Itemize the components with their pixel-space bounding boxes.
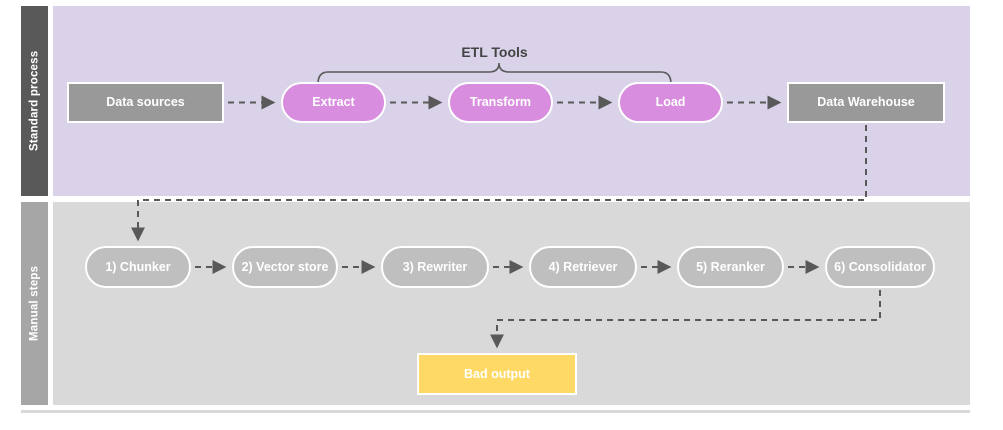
node-extract[interactable]: Extract [281, 82, 386, 123]
node-consolidator[interactable]: 6) Consolidator [825, 246, 935, 288]
lane-label-manual-steps: Manual steps [21, 202, 48, 405]
node-data-sources[interactable]: Data sources [67, 82, 224, 123]
node-vector-store[interactable]: 2) Vector store [232, 246, 338, 288]
etl-tools-bracket-label: ETL Tools [461, 44, 528, 60]
node-reranker[interactable]: 5) Reranker [677, 246, 784, 288]
node-bad-output[interactable]: Bad output [417, 353, 577, 395]
lane-label-standard-process: Standard process [21, 6, 48, 196]
node-data-warehouse[interactable]: Data Warehouse [787, 82, 945, 123]
node-retriever[interactable]: 4) Retriever [529, 246, 637, 288]
node-transform[interactable]: Transform [448, 82, 553, 123]
node-chunker[interactable]: 1) Chunker [85, 246, 191, 288]
bottom-divider [21, 410, 970, 413]
node-load[interactable]: Load [618, 82, 723, 123]
node-rewriter[interactable]: 3) Rewriter [381, 246, 489, 288]
